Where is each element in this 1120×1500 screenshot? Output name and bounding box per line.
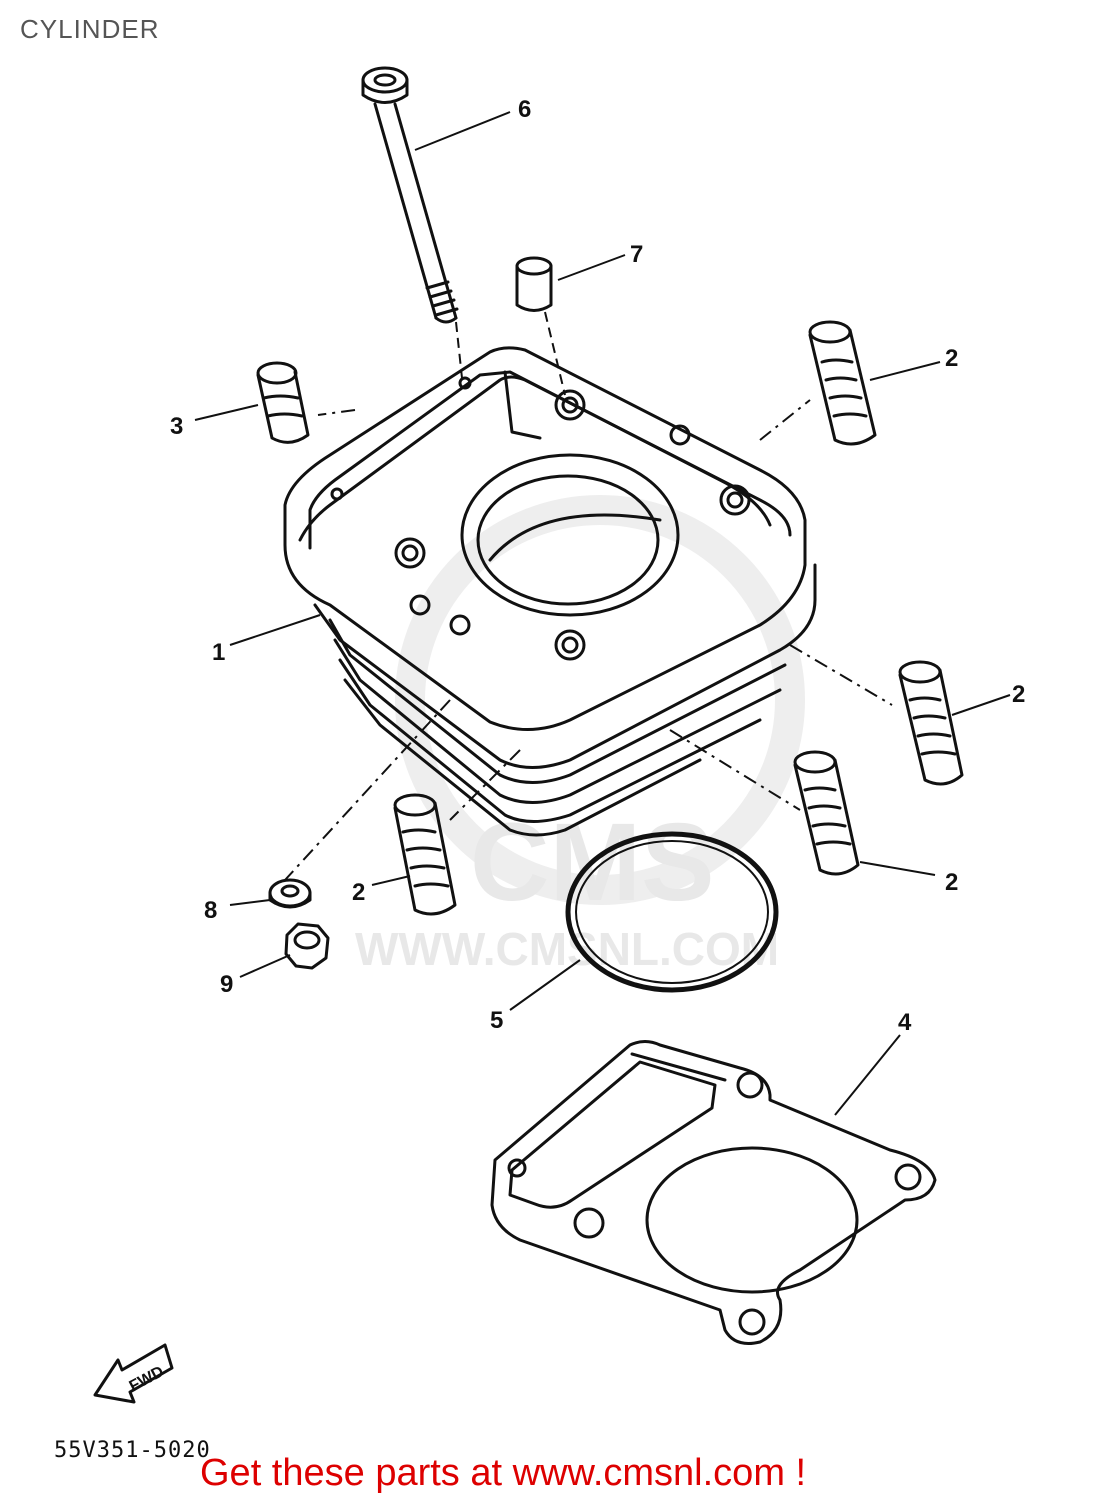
callouts: 1 2 2 2 2 3 4 5 6 7 8 9	[170, 96, 1025, 1036]
part-9-nut[interactable]	[284, 922, 330, 970]
fwd-arrow-icon	[93, 1343, 174, 1404]
part-3-stud[interactable]	[256, 361, 310, 444]
callout-4: 4	[898, 1009, 912, 1036]
callout-7: 7	[630, 241, 643, 268]
exploded-parts-diagram: CMS WWW.CMSNL.COM	[93, 66, 1025, 1404]
page-title: CYLINDER	[20, 14, 160, 44]
callout-5: 5	[490, 1007, 503, 1034]
fwd-label: FWD	[127, 1363, 167, 1395]
diagram-code: 55V351-5020	[54, 1438, 211, 1463]
watermark: CMS WWW.CMSNL.COM	[355, 495, 805, 975]
callout-3: 3	[170, 413, 183, 440]
callout-2-lower-left: 2	[352, 879, 365, 906]
part-2-stud-top-right[interactable]	[808, 320, 877, 446]
part-2-stud-lower-left[interactable]	[393, 793, 457, 916]
part-7-dowel-pin[interactable]	[515, 256, 553, 312]
callout-1: 1	[212, 639, 225, 666]
part-1-cylinder[interactable]	[283, 346, 817, 837]
part-6-bolt[interactable]	[361, 66, 459, 324]
callout-6: 6	[518, 96, 531, 123]
part-2-stud-right[interactable]	[898, 660, 964, 786]
callout-9: 9	[220, 971, 233, 998]
callout-2-lower-right: 2	[945, 869, 958, 896]
part-2-stud-lower-right[interactable]	[793, 750, 860, 876]
promo-link[interactable]: Get these parts at www.cmsnl.com !	[200, 1452, 807, 1494]
watermark-url: WWW.CMSNL.COM	[355, 923, 779, 975]
callout-8: 8	[204, 897, 217, 924]
part-8-washer[interactable]	[268, 878, 312, 909]
callout-2-top-right: 2	[945, 345, 958, 372]
callout-2-right: 2	[1012, 681, 1025, 708]
part-4-gasket[interactable]	[490, 1040, 937, 1345]
part-5-o-ring[interactable]	[565, 831, 779, 993]
